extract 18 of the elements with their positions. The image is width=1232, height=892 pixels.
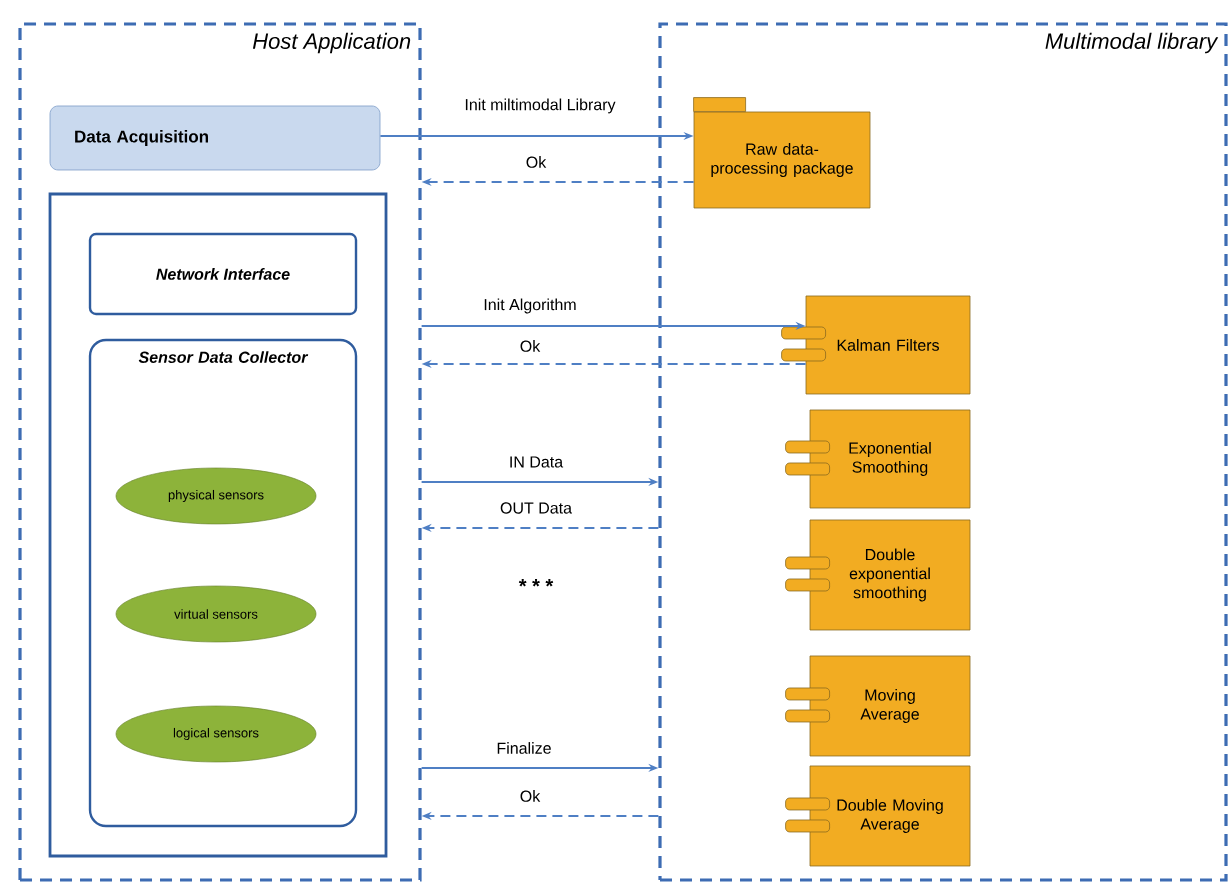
edge-label: Init Algorithm bbox=[481, 296, 579, 316]
component-box: Moving Average bbox=[785, 655, 971, 757]
edge-label: Ok bbox=[523, 154, 549, 170]
module-box: Network Interface bbox=[88, 232, 358, 316]
edge-label: Ok bbox=[517, 788, 543, 804]
module-box: Data Acquisition bbox=[49, 105, 381, 171]
component-box: Double Moving Average bbox=[785, 765, 971, 867]
edge-label: Init miltimodal Library bbox=[462, 96, 618, 116]
edge-label: Finalize bbox=[494, 740, 554, 756]
component-box: Kalman Filters bbox=[781, 295, 971, 395]
edge-label: IN Data bbox=[506, 454, 566, 470]
edge-label: Ok bbox=[517, 338, 543, 354]
container-box bbox=[48, 192, 388, 858]
ellipsis-label: * * * bbox=[518, 579, 554, 587]
package-folder: Raw data-processing package bbox=[693, 97, 871, 209]
edge-label: OUT Data bbox=[498, 500, 574, 516]
component-box: Exponential Smoothing bbox=[785, 409, 971, 509]
component-box: Double exponential smoothing bbox=[785, 519, 971, 631]
